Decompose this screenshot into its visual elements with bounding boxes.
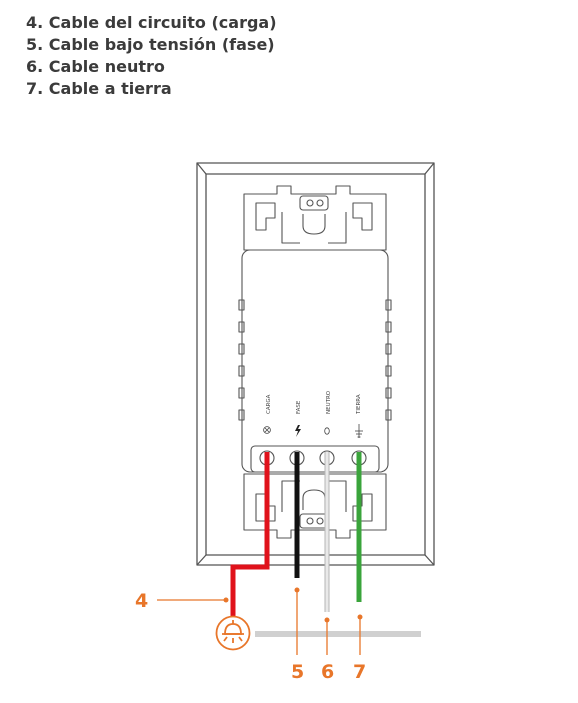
legend-text: Cable del circuito (carga) <box>48 13 277 32</box>
callout-number-load: 4 <box>135 590 148 612</box>
neutral-circle-icon <box>324 427 330 435</box>
switch-module <box>238 249 392 473</box>
callout-number-live: 5 <box>291 661 304 683</box>
callout-live: 5 <box>291 587 304 683</box>
callout-number-ground: 7 <box>353 661 366 683</box>
callout-number-neutral: 6 <box>321 661 334 683</box>
terminal-label-tierra: TIERRA <box>356 394 362 415</box>
legend-text: Cable bajo tensión (fase) <box>48 35 275 54</box>
terminal-label-fase: FASE <box>296 400 302 414</box>
load-wire <box>230 452 270 616</box>
callout-neutral: 6 <box>321 617 334 683</box>
legend-number: 5. <box>26 35 44 54</box>
legend-item-live: 5. Cable bajo tensión (fase) <box>26 34 277 56</box>
legend-item-load: 4. Cable del circuito (carga) <box>26 12 277 34</box>
terminal-label-carga: CARGA <box>266 394 272 414</box>
ground-icon <box>355 424 363 438</box>
lightning-icon <box>295 425 301 437</box>
legend-text: Cable a tierra <box>48 79 172 98</box>
legend-item-ground: 7. Cable a tierra <box>26 78 277 100</box>
mounting-bracket <box>243 185 387 539</box>
legend-number: 6. <box>26 57 44 76</box>
terminal-label-neutro: NEUTRO <box>326 390 332 414</box>
wire-legend: 4. Cable del circuito (carga) 5. Cable b… <box>26 12 277 100</box>
legend-item-neutral: 6. Cable neutro <box>26 56 277 78</box>
callout-ground: 7 <box>353 614 366 683</box>
light-bulb-icon <box>263 426 271 434</box>
legend-number: 4. <box>26 13 44 32</box>
legend-text: Cable neutro <box>48 57 165 76</box>
callout-load: 4 <box>135 590 229 612</box>
legend-number: 7. <box>26 79 44 98</box>
light-fixture-icon <box>215 615 251 651</box>
